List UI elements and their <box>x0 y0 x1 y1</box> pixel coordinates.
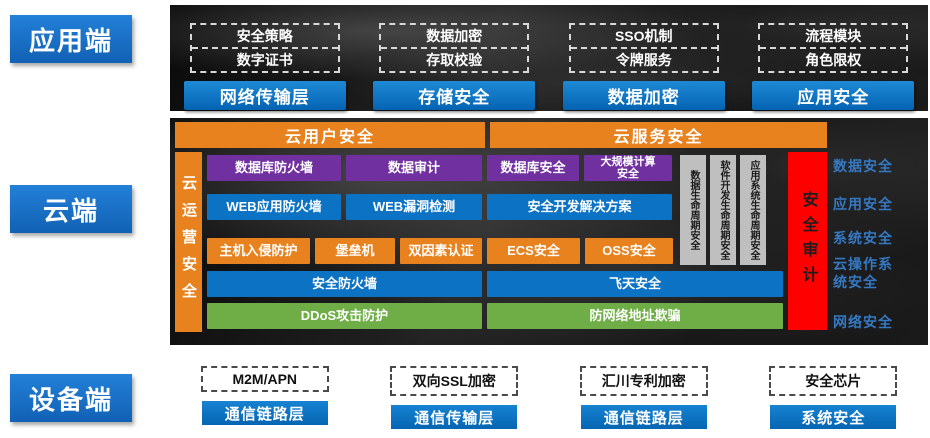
app-feature-box: 流程模块 角色限权 <box>758 23 909 73</box>
cloud-row-network: DDoS攻击防护 防网络地址欺骗 <box>207 303 783 329</box>
cloud-box-database-security: 数据库安全 <box>487 155 579 181</box>
device-column: 安全芯片 系统安全 <box>739 366 929 429</box>
cloud-right-label-app-security: 应用安全 <box>833 196 893 212</box>
device-layer-button: 通信链路层 <box>201 401 328 425</box>
device-feature-box: 双向SSL加密 <box>390 366 519 396</box>
app-feature-line: 存取校验 <box>426 52 483 68</box>
app-feature-line: 流程模块 <box>760 25 907 49</box>
cloud-right-label-data-security: 数据安全 <box>833 158 893 174</box>
cloud-right-label-network-security: 网络安全 <box>833 314 893 330</box>
device-feature-box: M2M/APN <box>200 366 329 392</box>
cloud-box-large-scale-computing: 大规模计算安全 <box>584 155 672 181</box>
security-audit-bar: 安全审计 <box>788 152 827 330</box>
cloud-box-database-firewall: 数据库防火墙 <box>207 155 341 181</box>
section-label-cloud: 云端 <box>10 185 132 233</box>
cloud-box-host-intrusion-protection: 主机入侵防护 <box>207 238 310 264</box>
app-feature-line: 令牌服务 <box>615 52 672 68</box>
app-feature-line: 数据加密 <box>381 25 528 49</box>
app-feature-box: 安全策略 数字证书 <box>189 23 340 73</box>
app-column: 流程模块 角色限权 应用安全 <box>739 5 929 111</box>
cloud-panel: 云用户安全 云服务安全 云运营安全 安全审计 数据库防火墙 数据审计 数据库安全… <box>170 118 928 345</box>
cloud-box-web-vuln-scan: WEB漏洞检测 <box>346 194 482 220</box>
app-feature-box: 数据加密 存取校验 <box>379 23 530 73</box>
device-layer-button: 系统安全 <box>770 405 897 429</box>
lifecycle-bar-app-system: 应用系统生命周期安全 <box>740 155 766 265</box>
app-column: 安全策略 数字证书 网络传输层 <box>170 5 360 111</box>
device-column: M2M/APN 通信链路层 <box>170 366 360 429</box>
app-feature-line: 角色限权 <box>805 52 862 68</box>
app-column: SSO机制 令牌服务 数据加密 <box>549 5 739 111</box>
cloud-box-ddos-protection: DDoS攻击防护 <box>207 303 482 329</box>
device-feature-box: 安全芯片 <box>769 366 898 396</box>
cloud-operations-security-bar: 云运营安全 <box>175 152 202 332</box>
cloud-box-data-audit: 数据审计 <box>346 155 482 181</box>
device-feature-box: 汇川专利加密 <box>579 366 708 396</box>
section-label-application: 应用端 <box>10 15 132 63</box>
cloud-box-feitian-security: 飞天安全 <box>487 271 783 297</box>
device-column: 汇川专利加密 通信链路层 <box>549 366 739 429</box>
cloud-service-security-header: 云服务安全 <box>490 122 827 148</box>
cloud-row-firewall: 安全防火墙 飞天安全 <box>207 271 783 297</box>
app-layer-button: 数据加密 <box>562 81 725 110</box>
device-panel: M2M/APN 通信链路层 双向SSL加密 通信传输层 汇川专利加密 通信链路层… <box>170 366 928 429</box>
cloud-box-security-firewall: 安全防火墙 <box>207 271 482 297</box>
section-label-device: 设备端 <box>10 374 132 422</box>
app-feature-line: 数字证书 <box>236 52 293 68</box>
lifecycle-bars: 数据生命周期安全 软件开发生命周期安全 应用系统生命周期安全 <box>680 155 766 265</box>
lifecycle-bar-software-dev: 软件开发生命周期安全 <box>710 155 736 265</box>
lifecycle-bar-data: 数据生命周期安全 <box>680 155 706 265</box>
cloud-box-web-app-firewall: WEB应用防火墙 <box>207 194 341 220</box>
cloud-row-data: 数据库防火墙 数据审计 数据库安全 大规模计算安全 <box>207 155 672 181</box>
app-layer-button: 存储安全 <box>373 81 536 110</box>
app-layer-button: 网络传输层 <box>183 81 346 110</box>
cloud-box-anti-spoofing: 防网络地址欺骗 <box>487 303 783 329</box>
cloud-box-bastion-host: 堡垒机 <box>315 238 395 264</box>
device-column: 双向SSL加密 通信传输层 <box>360 366 550 429</box>
app-feature-line: SSO机制 <box>570 25 717 49</box>
cloud-user-security-header: 云用户安全 <box>175 122 485 148</box>
cloud-box-oss-security: OSS安全 <box>585 238 673 264</box>
app-layer-button: 应用安全 <box>752 81 915 110</box>
app-column: 数据加密 存取校验 存储安全 <box>360 5 550 111</box>
cloud-box-two-factor-auth: 双因素认证 <box>400 238 482 264</box>
application-panel: 安全策略 数字证书 网络传输层 数据加密 存取校验 存储安全 SSO机制 令牌服… <box>170 5 928 111</box>
cloud-box-secure-dev-solution: 安全开发解决方案 <box>487 194 672 220</box>
cloud-right-label-system-security: 系统安全 <box>833 230 893 246</box>
app-feature-line: 安全策略 <box>191 25 338 49</box>
device-layer-button: 通信链路层 <box>580 405 707 429</box>
app-feature-box: SSO机制 令牌服务 <box>568 23 719 73</box>
cloud-right-label-cloud-os-security: 云操作系统安全 <box>833 256 893 290</box>
device-layer-button: 通信传输层 <box>391 405 518 429</box>
cloud-row-web: WEB应用防火墙 WEB漏洞检测 安全开发解决方案 <box>207 194 672 220</box>
cloud-row-host: 主机入侵防护 堡垒机 双因素认证 ECS安全 OSS安全 <box>207 238 673 264</box>
cloud-box-ecs-security: ECS安全 <box>487 238 580 264</box>
